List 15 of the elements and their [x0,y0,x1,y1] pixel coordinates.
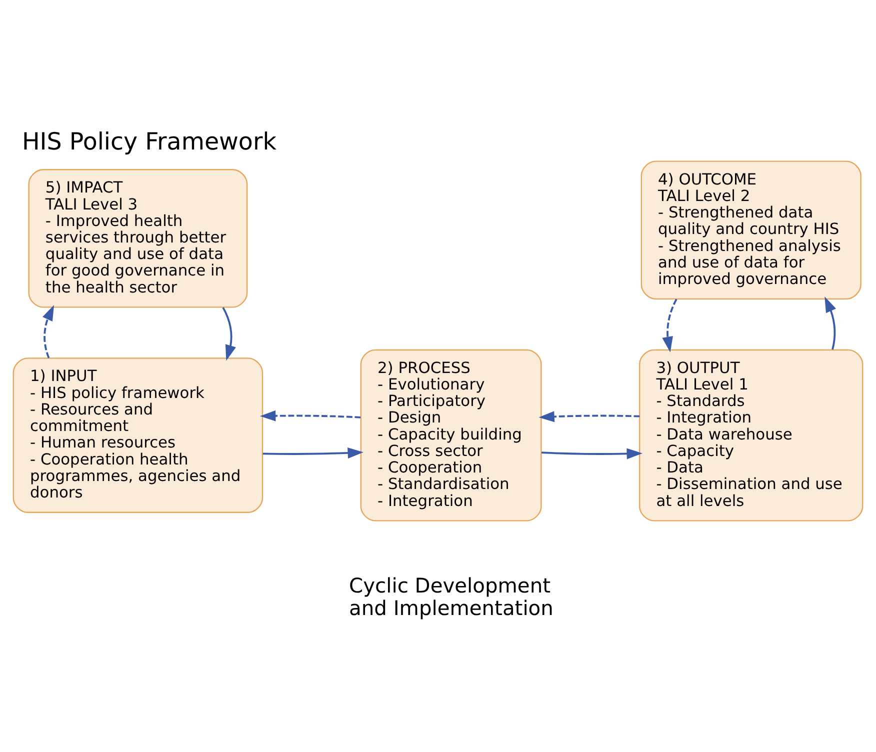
arrow [42,304,54,358]
node-box: 3) OUTPUT TALI Level 1 - Standards - Integration - Data warehouse - Capacity - Data - Dissemination and use at all levels [639,349,864,522]
node-box: 4) OUTCOME TALI Level 2 - Strengthened data quality and country HIS - Strengthened analysis and use of data for improved governance [640,160,862,300]
node-box: 1) INPUT - HIS policy framework - Resources and commitment - Human resources - Cooperation health programmes, agencies and donors [12,358,264,513]
arrow [662,298,678,352]
arrow [262,448,364,458]
arrow [260,410,361,422]
diagram-title: HIS Policy Framework [22,127,276,156]
arrow [538,411,640,422]
arrow [824,296,836,350]
node-box: 2) PROCESS - Evolutionary - Participatory - Design - Capacity building - Cross sector - Cooperation - Standardisation - Integration [360,349,542,522]
label: Cyclic Development and Implementation [349,574,554,620]
arrow [222,307,236,361]
arrow [542,448,642,460]
node-box: 5) IMPACT TALI Level 3 - Improved health services through better quality and use of data for good governance in the health sector [28,169,248,308]
